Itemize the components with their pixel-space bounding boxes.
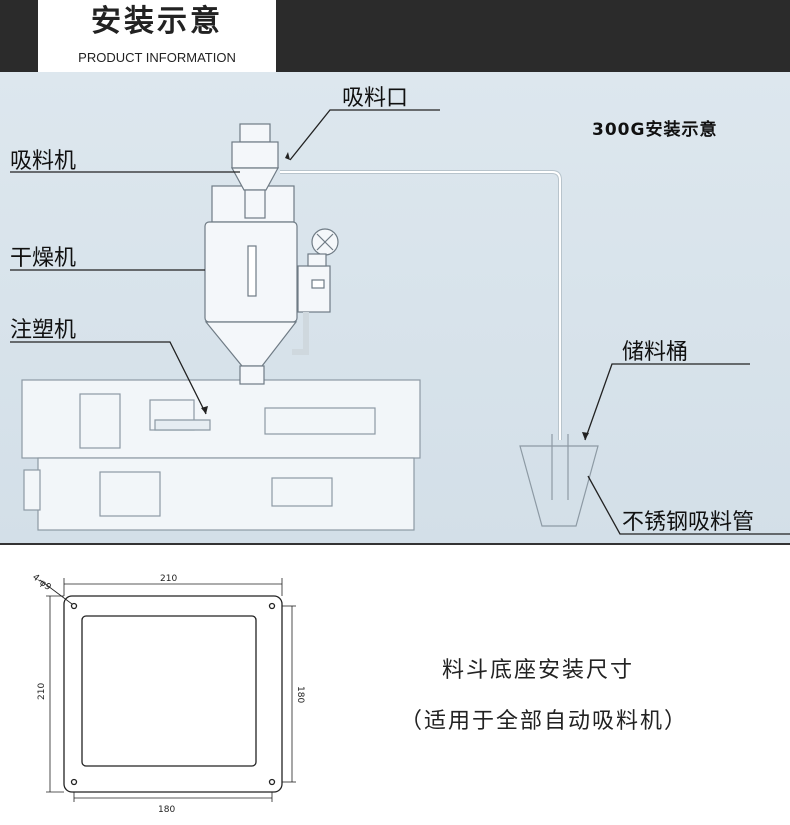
label-injection-machine: 注塑机 [10, 318, 77, 343]
dim-top: 210 [160, 574, 177, 584]
injection-machine [21, 379, 421, 531]
mount-hole [70, 602, 78, 610]
label-storage-bin: 储料桶 [622, 340, 689, 365]
label-dryer: 干燥机 [10, 246, 77, 271]
header-bar-right [276, 0, 790, 72]
base-plate-inner [81, 615, 257, 767]
label-suction-port: 吸料口 [342, 86, 409, 111]
dim-holes: 4-φ9 [30, 572, 53, 593]
storage-bin [519, 434, 599, 527]
installation-diagram [10, 109, 790, 535]
header-bar-left [0, 0, 38, 72]
mount-hole [70, 778, 78, 786]
loader [230, 123, 280, 219]
dim-right: 180 [295, 686, 305, 703]
leader-lines [10, 109, 790, 535]
mount-hole [268, 602, 276, 610]
base-dimension-drawing: 210 210 180 180 4-φ9 [30, 572, 305, 815]
mount-hole [268, 778, 276, 786]
diagram-title: 300G安装示意 [592, 120, 718, 140]
header-title: 安装示意 [91, 4, 223, 39]
base-title: 料斗底座安装尺寸 [442, 658, 635, 683]
header-subtitle: PRODUCT INFORMATION [78, 50, 236, 65]
dim-bottom: 180 [158, 805, 175, 815]
label-loader: 吸料机 [10, 149, 77, 174]
dim-left: 210 [37, 683, 47, 700]
base-note: （适用于全部自动吸料机） [400, 709, 689, 734]
label-steel-pipe: 不锈钢吸料管 [622, 510, 755, 535]
base-plate-outer [63, 595, 283, 793]
dryer [204, 185, 339, 385]
section-divider [0, 543, 790, 545]
